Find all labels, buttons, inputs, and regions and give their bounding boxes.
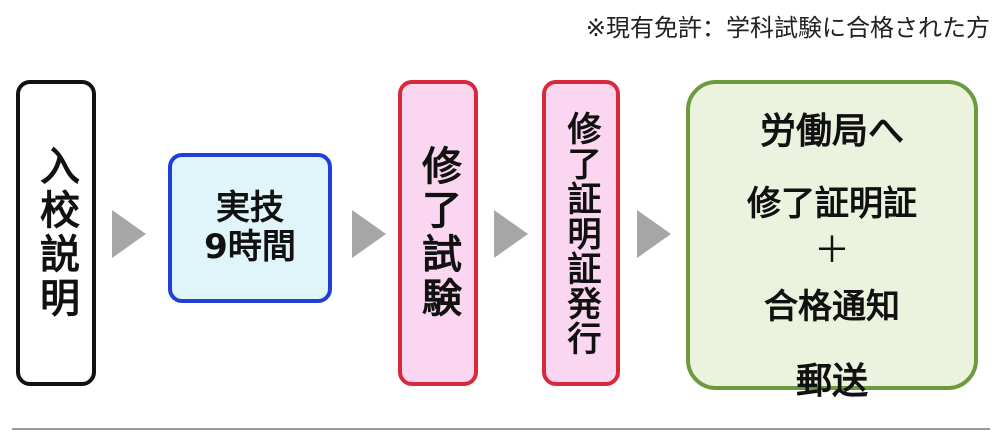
final-certificate: 修了証明証 <box>747 184 917 224</box>
step-orientation-box: 入校説明 <box>16 80 96 386</box>
step-practical-title: 実技 <box>216 187 284 228</box>
arrow-right-icon <box>494 210 528 258</box>
plus-sign: ＋ <box>813 230 850 271</box>
step-practical-hours: 9時間 <box>204 227 296 267</box>
step-practical-box: 実技 9時間 <box>168 153 332 303</box>
step-final-box: 労働局へ 修了証明証 ＋ 合格通知 郵送 <box>686 80 978 402</box>
note-text: ※現有免許：学科試験に合格された方 <box>585 14 990 42</box>
arrow-right-icon <box>352 210 386 258</box>
step-certificate-label: 修了証明証発行 <box>561 110 601 356</box>
step-orientation-label: 入校説明 <box>33 145 79 321</box>
arrow-right-icon <box>637 210 671 258</box>
step-certificate-box: 修了証明証発行 <box>542 80 620 386</box>
final-mailing: 郵送 <box>795 361 868 402</box>
final-destination: 労働局へ <box>759 111 904 152</box>
bottom-divider <box>12 428 990 430</box>
arrow-right-icon <box>112 210 146 258</box>
step-exam-label: 修了試験 <box>415 145 461 321</box>
final-pass-notice: 合格通知 <box>764 287 900 327</box>
step-exam-box: 修了試験 <box>398 80 478 386</box>
